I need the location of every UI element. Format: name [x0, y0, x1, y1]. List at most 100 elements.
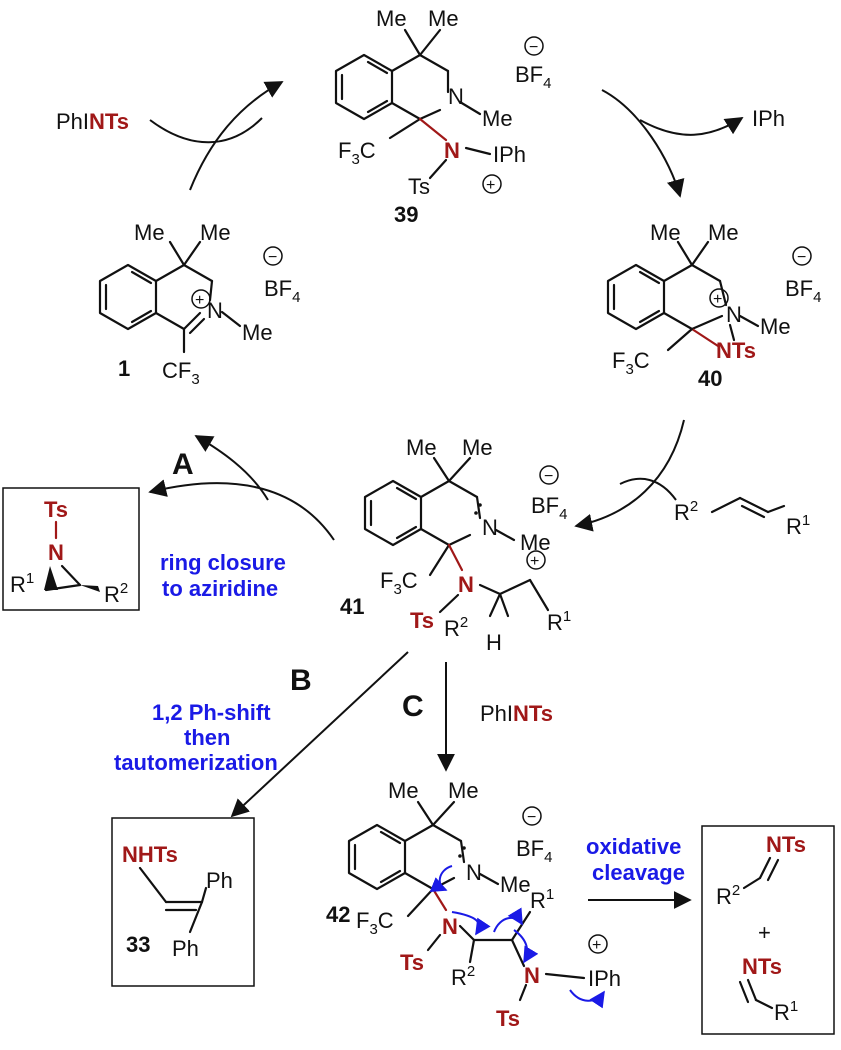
nhts-label: NHTs: [122, 842, 178, 867]
ts-label: Ts: [496, 1006, 520, 1031]
reaction-arrow-icon: [601, 89, 685, 198]
me-label: Me: [388, 778, 419, 803]
aziridine-product-box: Ts N R1 R2: [2, 487, 140, 611]
electron-arrow-icon: [429, 865, 453, 893]
h-label: H: [486, 630, 502, 655]
n-label: N: [444, 138, 460, 163]
electron-arrow-icon: [513, 929, 539, 964]
compound-number: 40: [698, 366, 722, 391]
iph-label: IPh: [588, 966, 621, 991]
bf4-label: BF4: [785, 276, 821, 306]
r1-label: R1: [547, 608, 571, 635]
plus-sign: +: [713, 291, 722, 308]
lone-pair-dot: [478, 503, 482, 507]
compound-number: 33: [126, 932, 150, 957]
r1-label: R1: [10, 570, 34, 597]
me-label: Me: [650, 220, 681, 245]
pathway-a-label: A: [172, 448, 194, 481]
byproduct-exit-arrow-icon: [639, 117, 744, 136]
alkene-reagent: R2 R1: [674, 496, 810, 539]
f3c-label: F3C: [612, 348, 650, 378]
ts-label: Ts: [410, 608, 434, 633]
electron-arrow-icon: [493, 907, 523, 933]
r2-label: R2: [444, 614, 468, 641]
minus-charge-icon: [539, 465, 559, 485]
me-label: Me: [500, 872, 531, 897]
n-label: N: [524, 963, 540, 988]
n-label: N: [48, 540, 64, 565]
iph-byproduct: IPh: [752, 106, 785, 131]
plus-sign: +: [195, 292, 204, 309]
me-label: Me: [428, 6, 459, 31]
iph-label: IPh: [493, 142, 526, 167]
wedge-bond: [80, 585, 100, 592]
minus-sign: −: [527, 809, 536, 826]
r2-label: R2: [674, 498, 698, 525]
minus-charge-icon: [524, 36, 544, 56]
me-label: Me: [376, 6, 407, 31]
bf4-label: BF4: [264, 276, 300, 306]
plus-charge-icon: [588, 934, 608, 954]
reaction-arrow-icon: [574, 419, 685, 532]
phints-reagent: PhINTs: [480, 701, 553, 726]
minus-sign: −: [797, 249, 806, 266]
minus-sign: −: [268, 249, 277, 266]
ph-shift-label: 1,2 Ph-shift: [152, 700, 271, 725]
me-label: Me: [708, 220, 739, 245]
pathway-b-label: B: [290, 664, 312, 697]
r2-label: R2: [104, 580, 128, 607]
n-label: N: [466, 860, 482, 885]
f3c-label: F3C: [356, 908, 394, 938]
me-label: Me: [760, 314, 791, 339]
compound-number: 42: [326, 902, 350, 927]
r1-label: R1: [530, 886, 554, 913]
ts-label: Ts: [400, 950, 424, 975]
plus-label: +: [758, 920, 771, 945]
phints-reagent: PhINTs: [56, 109, 129, 134]
minus-charge-icon: [792, 246, 812, 266]
reagent-entry-arrow-icon: [149, 117, 263, 144]
compound-39: Me Me N Me F3C N IPh Ts + − BF4 39: [334, 6, 551, 227]
compound-41: Me Me N Me F3C N Ts R2 H + R1 − BF4 41: [340, 435, 571, 655]
compound-number: 39: [394, 202, 418, 227]
reaction-arrow-icon: [230, 651, 409, 818]
compound-number: 1: [118, 356, 130, 381]
imine-products-box: NTs R2 + NTs R1: [701, 825, 835, 1035]
r2-label: R2: [716, 882, 740, 909]
me-label: Me: [482, 106, 513, 131]
compound-number: 41: [340, 594, 364, 619]
lone-pair-dot: [474, 511, 478, 515]
ring-closure-label: ring closure: [160, 550, 286, 575]
compound-1: Me Me + N Me CF3 − BF4 1: [98, 220, 300, 388]
wedge-bond: [44, 566, 58, 590]
electron-arrow-icon: [451, 911, 491, 936]
lone-pair-dot: [462, 846, 466, 850]
ph-shift-label: tautomerization: [114, 750, 278, 775]
ts-label: Ts: [44, 497, 68, 522]
nts-label: NTs: [766, 832, 806, 857]
me-label: Me: [134, 220, 165, 245]
oxidative-label: oxidative: [586, 834, 681, 859]
plus-charge-icon: [482, 174, 502, 194]
reaction-arrow-icon: [189, 81, 284, 191]
plus-sign: +: [592, 937, 601, 954]
alkene-entry-arrow-icon: [619, 477, 677, 501]
pathway-a-arrow-icon: [194, 435, 269, 501]
n-label: N: [726, 302, 742, 327]
n-label: N: [482, 515, 498, 540]
r2-label: R2: [451, 963, 475, 990]
me-label: Me: [242, 320, 273, 345]
n-label: N: [442, 914, 458, 939]
plus-sign: +: [530, 553, 539, 570]
n-label: N: [448, 84, 464, 109]
ring-closure-label: to aziridine: [162, 576, 278, 601]
f3c-label: F3C: [380, 568, 418, 598]
ph-shift-label: then: [184, 725, 230, 750]
oxidative-label: cleavage: [592, 860, 685, 885]
ts-label: Ts: [408, 174, 430, 199]
nts-label: NTs: [716, 338, 756, 363]
me-label: Me: [406, 435, 437, 460]
bf4-label: BF4: [515, 62, 551, 92]
ph-label: Ph: [206, 868, 233, 893]
